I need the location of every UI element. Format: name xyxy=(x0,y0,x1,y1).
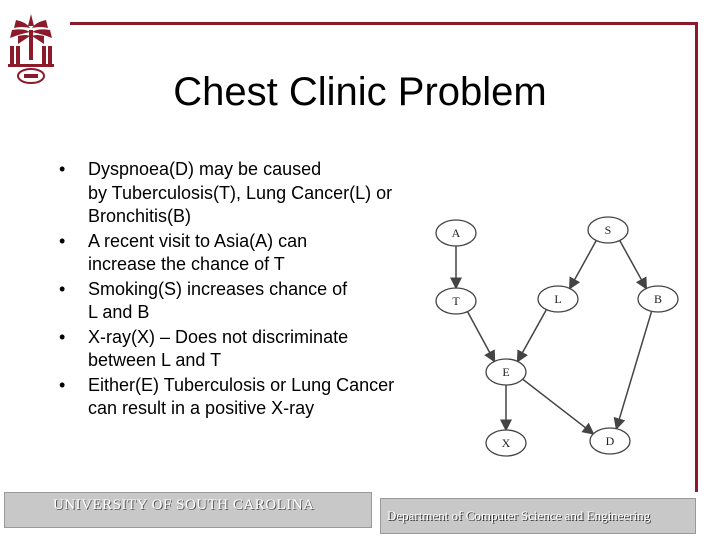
bullet-list: • Dyspnoea(D) may be caused by Tuberculos… xyxy=(56,158,456,422)
bullet-item: • Dyspnoea(D) may be caused by Tuberculos… xyxy=(56,158,456,229)
node-s: S xyxy=(587,216,629,244)
node-label: B xyxy=(654,292,662,306)
slide-title: Chest Clinic Problem xyxy=(173,70,547,114)
bullet-item: • Either(E) Tuberculosis or Lung Cancer c… xyxy=(56,374,456,421)
frame-line-right xyxy=(695,22,698,492)
footer-department-banner: Department of Computer Science and Engin… xyxy=(380,498,696,534)
edge-s-l xyxy=(569,240,597,290)
bayesian-network-diagram: A S T L B E X D xyxy=(435,216,679,457)
node-label: L xyxy=(554,292,561,306)
bullet-text: Either(E) Tuberculosis or Lung Cancer ca… xyxy=(88,374,395,419)
node-ellipse xyxy=(587,216,629,244)
node-label: T xyxy=(452,294,460,308)
edge-e-d xyxy=(522,378,595,435)
node-e: E xyxy=(485,358,527,386)
node-label: D xyxy=(606,434,615,448)
node-label: A xyxy=(452,226,461,240)
node-x: X xyxy=(485,429,527,457)
node-label: E xyxy=(502,365,509,379)
node-b: B xyxy=(637,285,679,313)
bullet-marker: • xyxy=(59,230,66,251)
node-t: T xyxy=(435,287,477,315)
node-ellipse xyxy=(435,219,477,247)
node-d: D xyxy=(589,427,631,455)
node-ellipse xyxy=(537,285,579,313)
edge-s-b xyxy=(619,240,647,290)
node-label: X xyxy=(502,436,511,450)
footer-department-text: Department of Computer Science and Engin… xyxy=(387,508,651,523)
bullet-marker: • xyxy=(59,326,66,347)
bullet-text: X-ray(X) – Does not discriminate between… xyxy=(88,326,349,371)
bullet-text: Smoking(S) increases chance of L and B xyxy=(88,278,348,323)
node-l: L xyxy=(537,285,579,313)
bullet-text: Dyspnoea(D) may be caused by Tuberculosi… xyxy=(88,159,393,226)
edge-t-e xyxy=(466,311,496,363)
bullet-marker: • xyxy=(59,374,66,395)
bullet-marker: • xyxy=(59,159,66,179)
edge-b-d xyxy=(613,311,653,431)
footer-university-text: UNIVERSITY OF SOUTH CAROLINA xyxy=(53,497,315,513)
bullet-item: • Smoking(S) increases chance of L and B xyxy=(56,278,456,325)
node-ellipse xyxy=(435,287,477,315)
node-ellipse xyxy=(637,285,679,313)
frame-line-top xyxy=(70,22,698,25)
footer-university-banner: UNIVERSITY OF SOUTH CAROLINA xyxy=(4,492,372,528)
bullet-item: • X-ray(X) – Does not discriminate betwee… xyxy=(56,326,456,373)
bullet-marker: • xyxy=(59,278,66,299)
node-ellipse xyxy=(589,427,631,455)
node-ellipse xyxy=(485,358,527,386)
node-label: S xyxy=(605,223,612,237)
node-a: A xyxy=(435,219,477,247)
palmetto-seal-icon xyxy=(8,14,54,84)
bullet-item: • A recent visit to Asia(A) can increase … xyxy=(56,230,456,277)
edge-l-e xyxy=(516,309,548,363)
bullet-text: A recent visit to Asia(A) can increase t… xyxy=(88,230,308,275)
node-ellipse xyxy=(485,429,527,457)
